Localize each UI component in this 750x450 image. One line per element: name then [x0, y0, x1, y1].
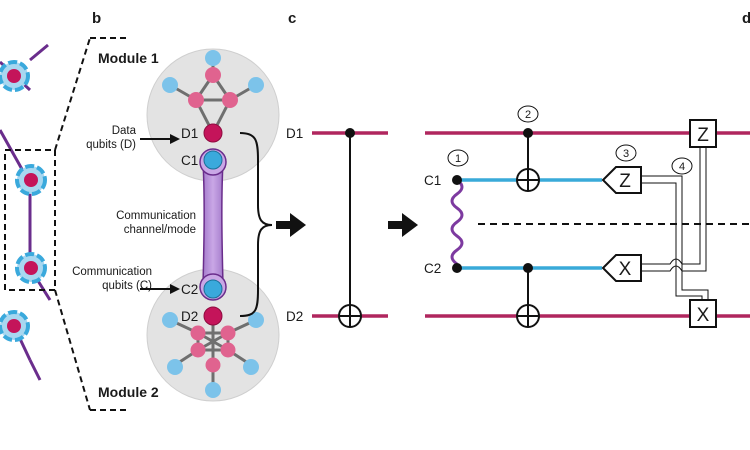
step-marker-1 [447, 149, 469, 167]
control-dot [345, 128, 355, 138]
ancilla-qubit [190, 325, 206, 341]
communication-channel [202, 161, 224, 286]
label-c1: C1 [181, 153, 198, 168]
network-node [15, 252, 47, 284]
entanglement-link-icon [450, 178, 464, 266]
bold-arrow-icon [388, 213, 418, 237]
panel-a-network [0, 37, 128, 411]
arrow-icon [170, 134, 180, 144]
network-node [15, 164, 47, 196]
network-node [0, 60, 30, 92]
network-node [0, 310, 30, 342]
correction-z-label: Z [697, 125, 709, 146]
comm-qubit-c1 [203, 150, 223, 170]
light-qubit [243, 359, 259, 375]
ancilla-qubit [220, 325, 236, 341]
annotation-channel-line1: Communication [116, 210, 196, 222]
curly-brace-icon [239, 132, 273, 317]
circuit-d-label-c2: C2 [424, 261, 441, 276]
light-qubit [248, 77, 264, 93]
arrow-icon [170, 284, 180, 294]
zoom-line-top [54, 37, 91, 151]
zoom-line-bottom [54, 289, 91, 411]
data-qubit-d2 [203, 306, 223, 326]
step-label-2: 2 [525, 109, 531, 121]
classical-wire-x [641, 147, 707, 272]
circuit-d-label-c1: C1 [424, 173, 441, 188]
cnot-target-icon [516, 304, 540, 328]
ancilla-qubit [188, 92, 204, 108]
step-label-3: 3 [623, 148, 629, 160]
annotation-comm-line1: Communication [72, 266, 152, 278]
classical-wire-z [641, 175, 709, 300]
measure-z-box: Z [601, 166, 642, 194]
ancilla-qubit [220, 342, 236, 358]
step-label-1: 1 [455, 153, 461, 165]
light-qubit [162, 312, 178, 328]
control-dot [523, 263, 533, 273]
qubit-dot [452, 263, 462, 273]
step-marker-3 [615, 144, 637, 162]
panel-label-b: b [92, 10, 101, 27]
comm-qubit-c2 [203, 279, 223, 299]
cnot-target-icon [516, 168, 540, 192]
label-d1: D1 [181, 126, 198, 141]
measure-x-label: X [619, 259, 632, 280]
step-marker-4 [671, 157, 693, 175]
light-qubit [167, 359, 183, 375]
module-1-label: Module 1 [98, 50, 159, 66]
light-qubit [205, 382, 221, 398]
light-qubit [248, 312, 264, 328]
qubit-dot [452, 175, 462, 185]
correction-x-label: X [697, 305, 710, 326]
label-d2: D2 [181, 309, 198, 324]
circuit-c-label-d2: D2 [286, 309, 303, 324]
cnot-target-icon [338, 304, 362, 328]
module-2-label: Module 2 [98, 384, 159, 400]
ancilla-qubit [222, 92, 238, 108]
ancilla-qubit [190, 342, 206, 358]
bold-arrow-icon [276, 213, 306, 237]
ancilla-qubit [205, 357, 221, 373]
label-c2: C2 [181, 282, 198, 297]
annotation-comm-line2: qubits (C) [102, 280, 152, 292]
panel-label-d: d [742, 10, 750, 27]
ancilla-qubit [205, 67, 221, 83]
panel-label-c: c [288, 10, 296, 27]
annotation-data-line1: Data [112, 125, 137, 137]
correction-x-gate: X [689, 299, 717, 328]
control-dot [523, 128, 533, 138]
light-qubit [162, 77, 178, 93]
circuit-c-label-d1: D1 [286, 126, 303, 141]
zoom-selection-box [4, 149, 56, 291]
data-qubit-d1 [203, 123, 223, 143]
measure-z-label: Z [619, 171, 631, 192]
measure-x-box: X [601, 254, 642, 282]
step-label-4: 4 [679, 161, 685, 173]
annotation-channel-line2: channel/mode [124, 224, 196, 236]
annotation-data-line2: qubits (D) [86, 139, 136, 151]
step-marker-2 [517, 105, 539, 123]
light-qubit [205, 50, 221, 66]
correction-z-gate: Z [689, 119, 717, 148]
